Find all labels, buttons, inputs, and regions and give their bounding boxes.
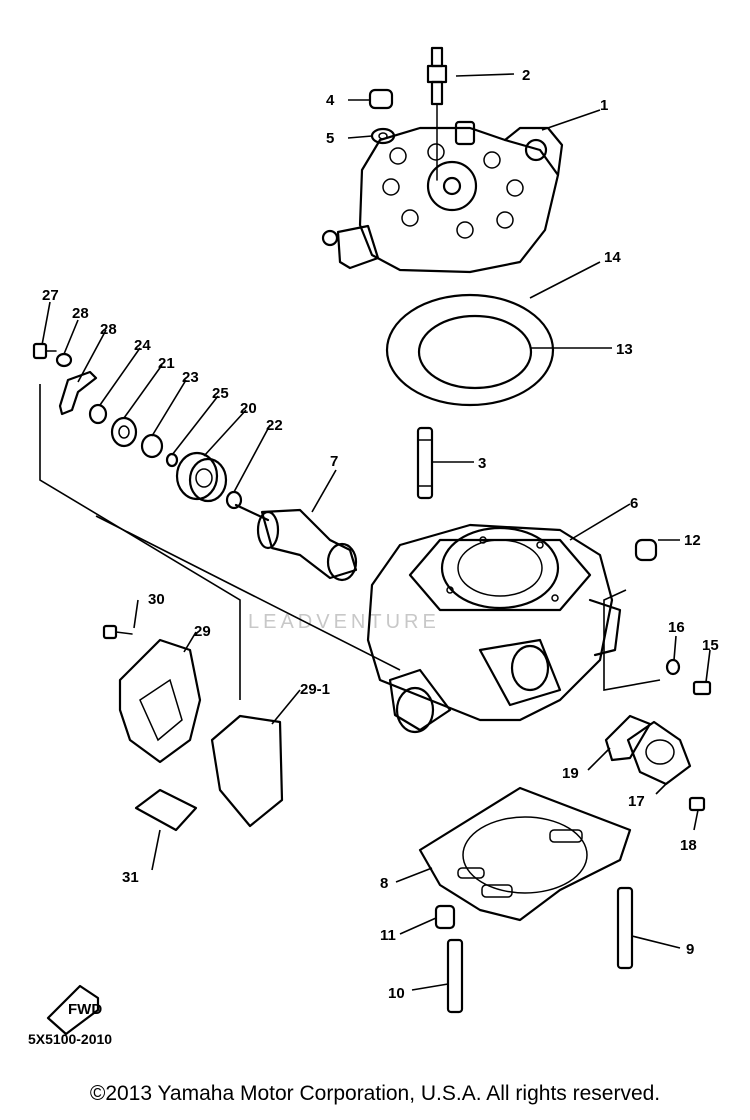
callout-23: 23 xyxy=(182,369,199,386)
callout-4: 4 xyxy=(326,92,335,109)
watermark-text: LEADVENTURE xyxy=(248,611,440,633)
callout-13: 13 xyxy=(616,341,633,358)
assembly-line-12 xyxy=(603,589,661,691)
callout-20: 20 xyxy=(240,400,257,417)
callout-10: 10 xyxy=(388,985,405,1002)
callout-28-lever: 28 xyxy=(100,321,117,338)
base-gasket xyxy=(418,786,632,922)
clip-25 xyxy=(165,452,179,468)
callout-11: 11 xyxy=(380,927,396,944)
callout-29-1: 29-1 xyxy=(300,681,330,698)
bolt-27 xyxy=(32,342,57,360)
washer-16 xyxy=(665,658,681,676)
callout-14: 14 xyxy=(604,249,621,266)
callout-18: 18 xyxy=(680,837,697,854)
bolt-18 xyxy=(688,796,706,812)
callout-7: 7 xyxy=(330,453,338,470)
bolt-15 xyxy=(692,680,712,696)
callout-9: 9 xyxy=(686,941,694,958)
cover-17 xyxy=(626,720,692,786)
spark-plug xyxy=(426,46,448,181)
pulley-20 xyxy=(175,451,228,503)
callout-6: 6 xyxy=(630,495,638,512)
lever-26 xyxy=(58,370,98,416)
forward-arrow-icon: FWD xyxy=(46,984,102,1036)
power-valve xyxy=(234,503,358,582)
assembly-line-mid xyxy=(95,515,401,671)
cylinder xyxy=(366,523,622,734)
callout-29: 29 xyxy=(194,623,211,640)
callout-31: 31 xyxy=(122,869,139,886)
callout-2: 2 xyxy=(522,67,530,84)
fwd-mark: FWD xyxy=(68,1001,102,1018)
cap-nut xyxy=(368,88,394,110)
callout-8: 8 xyxy=(380,875,388,892)
callout-5: 5 xyxy=(326,130,334,147)
callout-25: 25 xyxy=(212,385,229,402)
callout-28-top: 28 xyxy=(72,305,89,322)
bearing-23 xyxy=(140,433,164,459)
o-ring-outer xyxy=(385,293,555,407)
washer-28 xyxy=(55,352,73,368)
copyright-notice: ©2013 Yamaha Motor Corporation, U.S.A. A… xyxy=(89,1082,661,1105)
callout-17: 17 xyxy=(628,793,645,810)
callout-24: 24 xyxy=(134,337,151,354)
callout-27: 27 xyxy=(42,287,59,304)
callout-16: 16 xyxy=(668,619,685,636)
callout-30: 30 xyxy=(148,591,165,608)
diagram-code: 5X5100-2010 xyxy=(28,1031,112,1047)
oil-seal-21 xyxy=(110,416,138,448)
clamp-31 xyxy=(134,788,198,832)
o-ring-inner xyxy=(417,314,533,390)
callout-15: 15 xyxy=(702,637,719,654)
cap-nut-12 xyxy=(634,538,658,562)
stud-bolt-3 xyxy=(416,426,434,500)
callout-labels: 2 4 1 5 14 13 27 28 28 24 21 23 25 20 22… xyxy=(42,67,719,1002)
assembly-line-left xyxy=(39,384,241,700)
cylinder-head xyxy=(321,120,564,274)
callout-21: 21 xyxy=(158,355,175,372)
gasket-29-1 xyxy=(210,714,284,828)
callout-3: 3 xyxy=(478,455,486,472)
callout-leaders xyxy=(41,73,711,991)
callout-19: 19 xyxy=(562,765,579,782)
bolt-30 xyxy=(102,624,133,640)
callout-22: 22 xyxy=(266,417,283,434)
dowel-pin xyxy=(434,904,456,930)
cover-29 xyxy=(118,638,202,764)
gasket-19 xyxy=(604,714,652,762)
nut-24 xyxy=(88,403,108,425)
stud-bolt-10 xyxy=(446,938,464,1014)
callout-1: 1 xyxy=(600,97,608,114)
callout-12: 12 xyxy=(684,532,701,549)
stud-bolt-9 xyxy=(616,886,634,970)
